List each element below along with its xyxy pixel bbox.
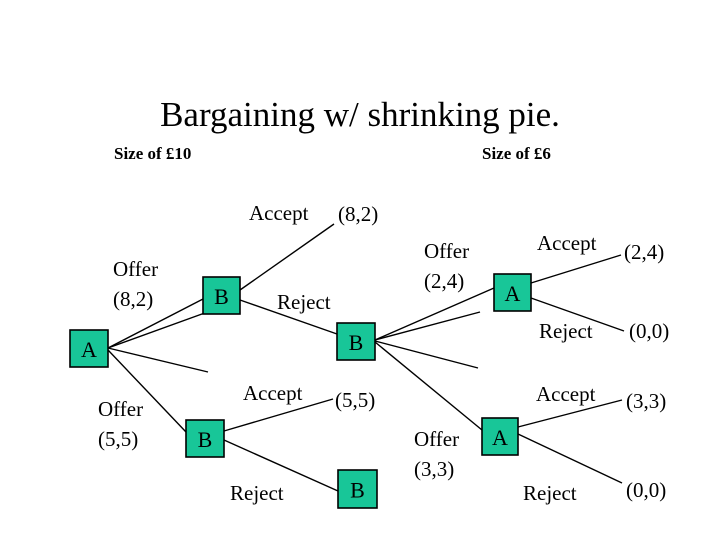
node-player-letter: B xyxy=(349,330,364,355)
tree-edge xyxy=(107,298,204,349)
offer-3-3-label-line-2: (3,3) xyxy=(414,457,455,481)
tree-edge xyxy=(517,399,623,428)
payoff-0-0-top: (0,0) xyxy=(629,319,670,343)
tree-edge xyxy=(374,287,495,341)
tree-edge xyxy=(517,433,623,484)
tree-edge xyxy=(223,439,339,492)
offer-5-5-label-line-2: (5,5) xyxy=(98,427,139,451)
payoff-5-5: (5,5) xyxy=(335,388,376,412)
offer-8-2-label-line-1: Offer xyxy=(113,257,159,281)
tree-node-b[interactable]: B xyxy=(202,276,241,315)
payoff-2-4: (2,4) xyxy=(624,240,665,264)
offer-3-3-label-line-1: Offer xyxy=(414,427,460,451)
node-box xyxy=(202,276,241,315)
tree-edge xyxy=(223,398,334,432)
tree-node-a[interactable]: A xyxy=(481,417,519,456)
accept-a-bottom-label: Accept xyxy=(536,382,596,406)
offer-2-4-label-line-1: Offer xyxy=(424,239,470,263)
node-player-letter: B xyxy=(214,284,229,309)
offer-5-5-label: Offer (5,5) xyxy=(98,394,143,454)
tree-node-b[interactable]: B xyxy=(337,469,378,509)
offer-2-4-label-line-2: (2,4) xyxy=(424,269,465,293)
reject-a-bottom-label: Reject xyxy=(523,481,577,505)
tree-edge xyxy=(107,349,187,433)
node-layer: A B B A B B A xyxy=(69,273,532,509)
tree-edge xyxy=(107,347,209,373)
offer-8-2-label-line-2: (8,2) xyxy=(113,287,154,311)
node-box xyxy=(493,273,532,312)
tree-node-b[interactable]: B xyxy=(185,419,225,458)
node-player-letter: A xyxy=(81,337,97,362)
node-player-letter: A xyxy=(492,425,508,450)
stage-header-size-of-6: Size of £6 xyxy=(482,144,551,163)
tree-edge xyxy=(530,254,622,284)
payoff-8-2: (8,2) xyxy=(338,202,379,226)
stage-header-size-of-10: Size of £10 xyxy=(114,144,192,163)
node-player-letter: B xyxy=(350,478,365,503)
accept-top-label: Accept xyxy=(249,201,309,225)
node-box xyxy=(481,417,519,456)
tree-edge xyxy=(374,341,483,431)
tree-edge xyxy=(107,309,214,349)
accept-lower-label: Accept xyxy=(243,381,303,405)
tree-node-b[interactable]: B xyxy=(336,322,376,361)
tree-edge xyxy=(239,223,335,291)
tree-edge xyxy=(374,311,481,341)
accept-a-top-label: Accept xyxy=(537,231,597,255)
offer-3-3-label: Offer (3,3) xyxy=(414,424,459,484)
node-player-letter: A xyxy=(505,281,521,306)
page-title: Bargaining w/ shrinking pie. xyxy=(160,95,560,135)
tree-edge xyxy=(374,340,479,369)
offer-8-2-label: Offer (8,2) xyxy=(113,254,158,314)
node-box xyxy=(336,322,376,361)
node-box xyxy=(337,469,378,509)
node-player-letter: B xyxy=(198,427,213,452)
edge-layer xyxy=(107,223,625,492)
reject-lower-label: Reject xyxy=(230,481,284,505)
reject-a-top-label: Reject xyxy=(539,319,593,343)
node-box xyxy=(69,329,109,368)
reject-top-label: Reject xyxy=(277,290,331,314)
tree-edge xyxy=(530,297,625,332)
offer-2-4-label: Offer (2,4) xyxy=(424,236,469,296)
payoff-3-3: (3,3) xyxy=(626,389,667,413)
offer-5-5-label-line-1: Offer xyxy=(98,397,144,421)
tree-node-a[interactable]: A xyxy=(69,329,109,368)
payoff-0-0-bottom: (0,0) xyxy=(626,478,667,502)
node-box xyxy=(185,419,225,458)
tree-node-a[interactable]: A xyxy=(493,273,532,312)
tree-edge xyxy=(239,299,338,335)
